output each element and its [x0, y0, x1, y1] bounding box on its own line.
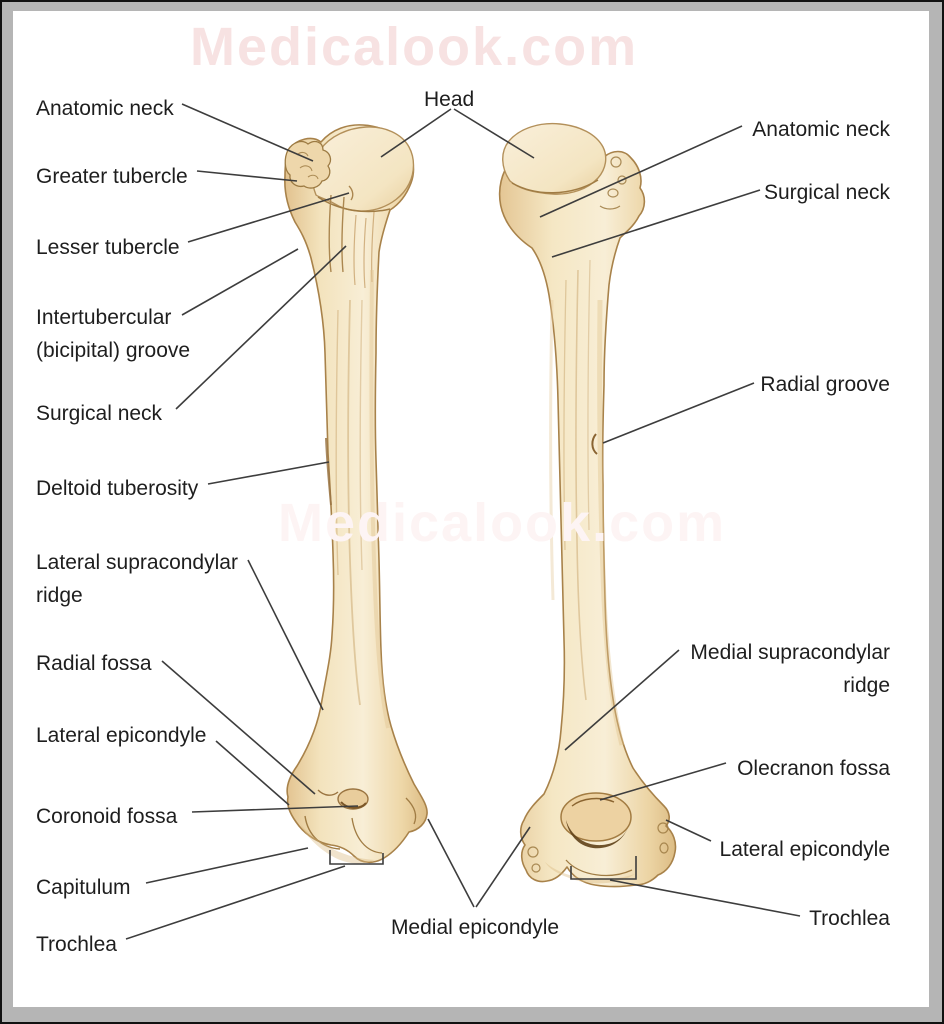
leader-anatomic-neck-right	[539, 125, 743, 218]
radial-groove-mark	[591, 433, 598, 455]
label-lateral-epicondyle-right: Lateral epicondyle	[719, 838, 890, 861]
label-lesser-tubercle: Lesser tubercle	[36, 236, 180, 259]
leader-olecranon-fossa	[599, 762, 727, 801]
radial-fossa-mark	[317, 789, 339, 796]
label-surgical-neck-right: Surgical neck	[763, 181, 890, 204]
label-coronoid-fossa: Coronoid fossa	[36, 805, 178, 828]
label-lateral-supracondylar-ridge: Lateral supracondylar ridge	[36, 551, 238, 607]
anterior-bone-body	[284, 124, 428, 864]
posterior-bone-body	[498, 135, 677, 888]
humerus-posterior-illustration	[498, 122, 677, 888]
medial-epicondyle-crease	[405, 797, 417, 825]
label-medial-supracondylar-ridge: Medial supracondylar ridge	[690, 641, 890, 697]
leader-head-right	[453, 108, 535, 159]
leader-capitulum	[145, 847, 309, 884]
bracket-trochlea-left	[329, 850, 384, 865]
label-capitulum: Capitulum	[36, 876, 131, 899]
anatomic-neck-crease-posterior	[511, 179, 599, 194]
bracket-trochlea-right	[570, 856, 637, 880]
leader-lesser-tubercle	[187, 192, 350, 243]
label-anatomic-neck-left: Anatomic neck	[36, 97, 174, 120]
leader-radial-groove	[602, 382, 755, 444]
label-radial-fossa: Radial fossa	[36, 652, 152, 675]
label-medial-epicondyle: Medial epicondyle	[390, 916, 560, 939]
diagram-canvas	[13, 11, 929, 1007]
leader-head-left	[380, 108, 452, 158]
anterior-shaft-texture	[335, 269, 390, 729]
leader-lateral-epicondyle-right	[665, 819, 712, 842]
leader-deltoid-tuberosity	[207, 461, 330, 485]
label-head: Head	[424, 88, 475, 111]
distal-shading-anterior	[300, 824, 375, 864]
watermark-top: Medicalook.com	[190, 17, 639, 77]
label-olecranon-fossa: Olecranon fossa	[737, 757, 890, 780]
leader-radial-fossa	[161, 660, 316, 795]
coronoid-fossa-shape	[337, 788, 369, 810]
trochlea-crease-posterior	[565, 859, 633, 877]
label-radial-groove: Radial groove	[760, 373, 890, 396]
humeral-head-posterior	[502, 122, 607, 195]
label-greater-tubercle: Greater tubercle	[36, 165, 188, 188]
lateral-knob-texture	[657, 822, 669, 854]
watermark-middle: Medicalook.com	[278, 493, 727, 553]
leader-lateral-epicondyle-left	[215, 740, 290, 806]
label-lateral-epicondyle-left: Lateral epicondyle	[36, 724, 207, 747]
capitulum-outline	[304, 815, 341, 850]
leader-medial-epicondyle-left-bone	[427, 818, 475, 908]
leader-trochlea-right	[609, 879, 801, 917]
label-surgical-neck-left: Surgical neck	[36, 402, 163, 425]
tubercle-texture-posterior	[599, 156, 627, 210]
leader-trochlea-left	[125, 865, 346, 940]
leader-lateral-supracondylar-ridge	[247, 559, 324, 711]
label-trochlea-right: Trochlea	[809, 907, 890, 930]
leader-medial-supracondylar-ridge	[564, 649, 680, 751]
leader-anatomic-neck-left	[181, 103, 314, 162]
leader-lines	[125, 103, 801, 940]
olecranon-fossa-rim	[571, 797, 615, 807]
leader-intertubercular-groove	[181, 248, 299, 316]
olecranon-fossa-shape	[560, 792, 632, 842]
leader-medial-epicondyle-right-bone	[475, 826, 531, 908]
posterior-shaft-texture	[549, 259, 625, 746]
coronoid-fossa-shadow	[340, 801, 367, 809]
leader-surgical-neck-right	[551, 189, 761, 258]
label-deltoid-tuberosity: Deltoid tuberosity	[36, 477, 199, 500]
trochlea-crease-anterior	[351, 817, 383, 854]
olecranon-fossa-shadow	[566, 820, 629, 849]
label-intertubercular-groove: Intertubercular (bicipital) groove	[36, 306, 191, 362]
leader-greater-tubercle	[196, 170, 298, 182]
medial-knob-texture	[527, 846, 541, 873]
label-anatomic-neck-right: Anatomic neck	[752, 118, 890, 141]
proximal-texture	[353, 211, 375, 289]
humerus-anterior-illustration	[284, 124, 428, 864]
leader-surgical-neck-left	[175, 245, 347, 410]
deltoid-tuberosity-ridge	[325, 437, 332, 506]
leader-coronoid-fossa	[191, 805, 359, 813]
bicipital-groove-lines	[328, 185, 354, 273]
label-trochlea-left: Trochlea	[36, 933, 117, 956]
